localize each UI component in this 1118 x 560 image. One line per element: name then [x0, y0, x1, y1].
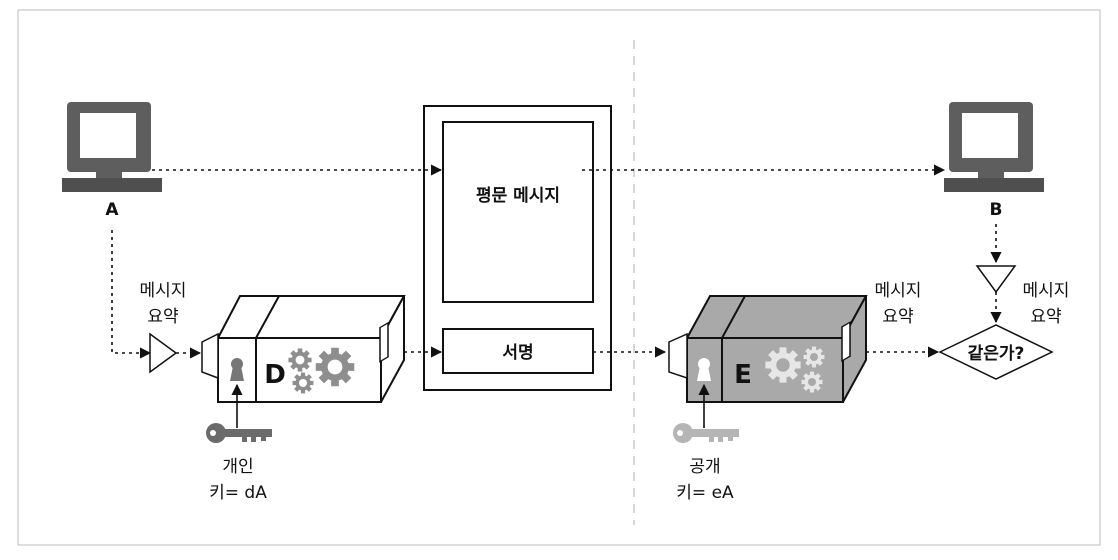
keyhole-icon: [697, 358, 711, 381]
computer-b-icon: [944, 102, 1044, 192]
left-digest-triangle: [149, 332, 178, 374]
private-key-label-2: 키= dA: [209, 483, 267, 503]
plaintext-message-box: [442, 121, 594, 303]
keyhole-icon: [230, 358, 244, 381]
left-digest-label-2: 요약: [147, 307, 178, 327]
public-key-icon: [673, 423, 739, 443]
public-key-label-1: 공개: [689, 457, 720, 477]
receiver-digest-label-1: 메시지: [1023, 281, 1070, 301]
compare-label: 같은가?: [968, 344, 1025, 364]
computer-a-label: A: [105, 200, 119, 220]
computer-b-label: B: [990, 200, 1003, 220]
compare-diamond: [938, 324, 1054, 380]
arrow-a-to-digest: [111, 230, 152, 359]
private-key-icon: [206, 423, 272, 443]
computer-a-icon: [62, 102, 162, 192]
right-digest-triangle: [975, 265, 1017, 294]
plaintext-message-label: 평문 메시지: [476, 186, 560, 206]
device-e-box: [668, 295, 868, 403]
signature-box: [442, 328, 594, 374]
device-e-letter: E: [734, 360, 752, 390]
left-digest-label-1: 메시지: [140, 281, 187, 301]
outer-frame: [17, 9, 1101, 546]
signature-label: 서명: [502, 343, 533, 363]
device-d-letter: D: [264, 360, 286, 390]
right-device-digest-label-1: 메시지: [875, 281, 922, 301]
receiver-digest-label-2: 요약: [1030, 307, 1061, 327]
private-key-label-1: 개인: [222, 457, 253, 477]
public-key-label-2: 키= eA: [676, 483, 734, 503]
right-device-digest-label-2: 요약: [882, 307, 913, 327]
